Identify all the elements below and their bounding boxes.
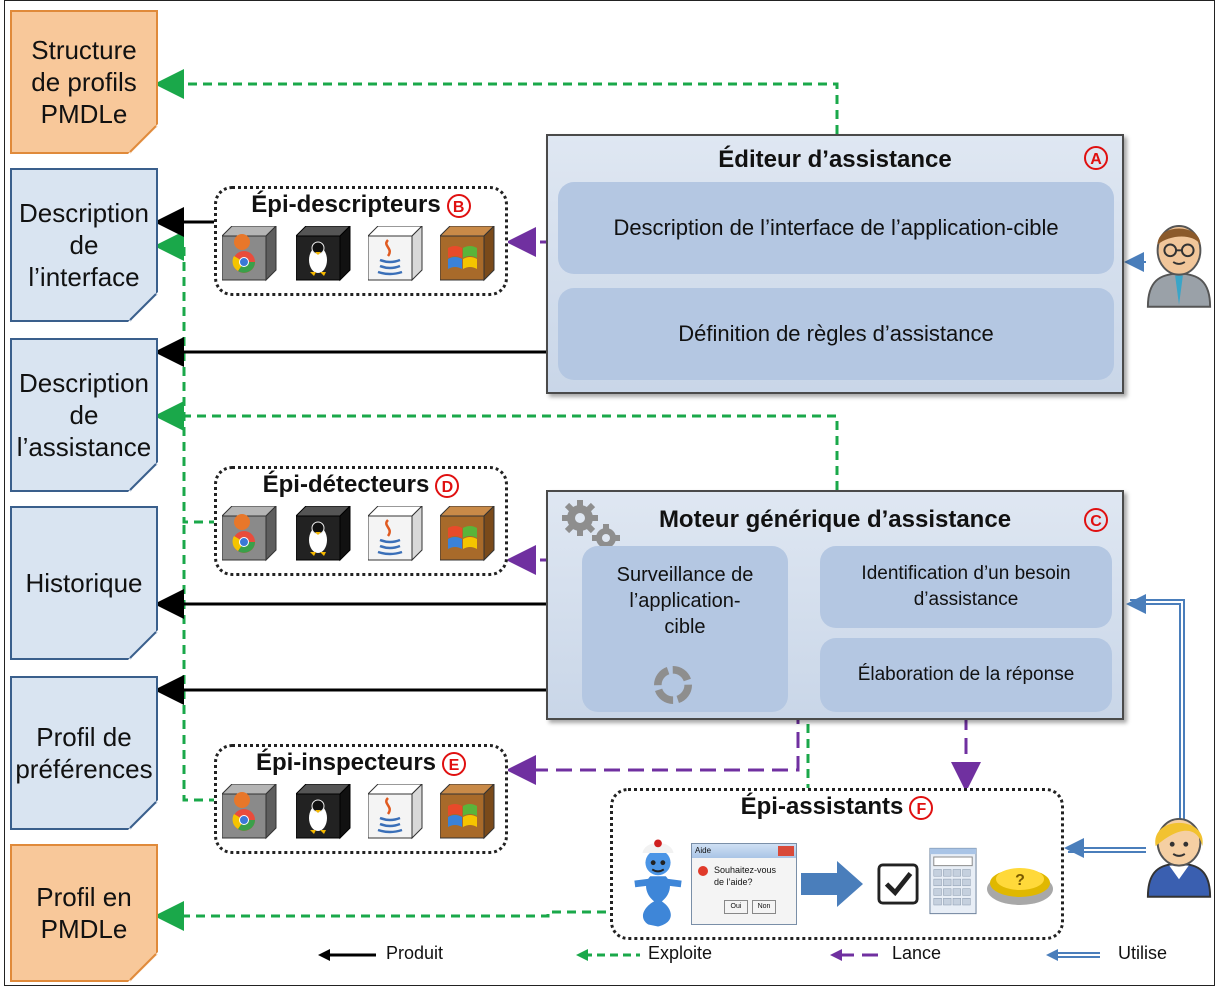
checkbox-checked-icon bbox=[877, 863, 919, 905]
exploite-arrow-assistance bbox=[154, 401, 839, 490]
legend-exploite-label: Exploite bbox=[648, 943, 713, 963]
windows-icon bbox=[440, 226, 495, 282]
badge-c: C bbox=[1084, 508, 1108, 532]
badge-f: F bbox=[909, 795, 934, 820]
java-icon bbox=[368, 784, 423, 840]
linux-tux-icon bbox=[296, 226, 351, 282]
exploite-arrow-structure bbox=[154, 69, 839, 134]
right-arrow-icon bbox=[801, 861, 863, 907]
utilise-arrow-moteur bbox=[1126, 594, 1181, 820]
developer-user-icon bbox=[1146, 225, 1212, 308]
moteur-title: Moteur générique d’assistance bbox=[658, 506, 1012, 533]
moteur-assistance-panel: Moteur générique d’assistance C Surveill… bbox=[546, 490, 1124, 720]
windows-icon bbox=[440, 784, 495, 840]
calculator-icon bbox=[929, 847, 977, 915]
editeur-assistance-panel: Éditeur d’assistance A Description de l’… bbox=[546, 134, 1124, 394]
refresh-cycle-icon bbox=[654, 666, 692, 704]
legend-lance-label: Lance bbox=[892, 943, 942, 963]
moteur-elaboration: Élaboration de la réponse bbox=[820, 638, 1112, 712]
exploite-line-inspect bbox=[182, 522, 218, 802]
diagram-frame bbox=[4, 0, 1215, 986]
dialog-no-button: Non bbox=[752, 900, 776, 914]
badge-a: A bbox=[1084, 146, 1108, 170]
firefox-chrome-icon bbox=[222, 784, 277, 840]
java-icon bbox=[368, 506, 423, 562]
badge-e: E bbox=[442, 751, 467, 776]
editeur-title: Éditeur d’assistance bbox=[718, 146, 952, 173]
help-button-icon: ? bbox=[987, 868, 1053, 905]
dialog-close-icon bbox=[778, 846, 794, 856]
svg-text:?: ? bbox=[1015, 872, 1025, 889]
dialog-title: Aide bbox=[695, 846, 712, 855]
firefox-chrome-icon bbox=[222, 226, 277, 282]
badge-b: B bbox=[446, 193, 471, 218]
dialog-yes-button: Oui bbox=[724, 900, 748, 914]
genie-icon bbox=[634, 839, 682, 927]
editeur-description-interface: Description de l’interface de l’applicat… bbox=[558, 182, 1114, 274]
legend-utilise-label: Utilise bbox=[1118, 943, 1168, 963]
editeur-definition-regles: Définition de règles d’assistance bbox=[558, 288, 1114, 380]
windows-icon bbox=[440, 506, 495, 562]
badge-d: D bbox=[435, 473, 460, 498]
end-user-icon bbox=[1146, 817, 1212, 898]
utilise-line-moteur bbox=[1130, 599, 1185, 820]
doc-historique: Historique bbox=[10, 506, 158, 660]
java-icon bbox=[368, 226, 423, 282]
firefox-chrome-icon bbox=[222, 506, 277, 562]
warning-icon bbox=[698, 866, 708, 876]
linux-tux-icon bbox=[296, 784, 351, 840]
gears-icon bbox=[562, 500, 620, 552]
exploite-arrow-interface-detect bbox=[154, 231, 218, 524]
legend-produit-label: Produit bbox=[386, 943, 444, 963]
linux-tux-icon bbox=[296, 506, 351, 562]
